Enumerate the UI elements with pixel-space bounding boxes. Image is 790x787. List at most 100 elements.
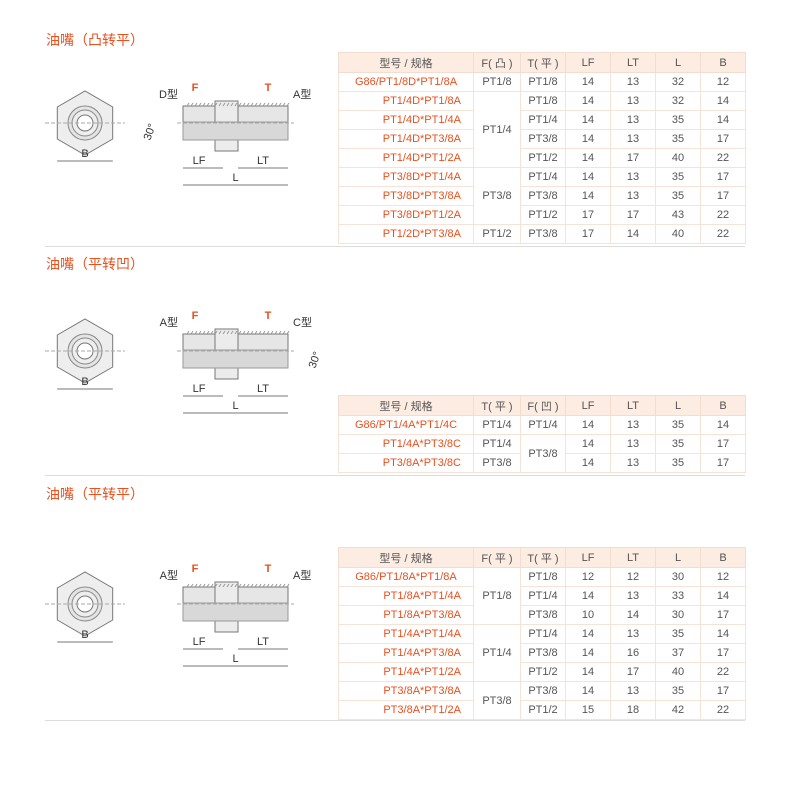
lt-cell: 13	[610, 586, 656, 606]
thread-tooth	[250, 583, 254, 588]
dimension-lf-label: LF	[193, 383, 206, 395]
dimension-b-label: B	[81, 376, 88, 388]
thread-tooth	[282, 583, 286, 588]
thread-tooth	[242, 583, 246, 588]
thread-cell: PT1/8	[520, 91, 566, 111]
dimension-lf-label: LF	[193, 155, 206, 167]
l-cell: 35	[655, 415, 701, 435]
model-cell: PT1/4D*PT1/4A	[338, 110, 474, 130]
dimension-b-label: B	[81, 148, 88, 160]
b-cell: 17	[700, 605, 746, 625]
lf-cell: 14	[565, 434, 611, 454]
thread-tooth	[278, 330, 282, 335]
thread-cell: PT3/8	[520, 434, 566, 473]
t-thread-label: T	[265, 563, 272, 575]
b-cell: 17	[700, 434, 746, 454]
lf-cell: 14	[565, 148, 611, 168]
l-cell: 43	[655, 205, 701, 225]
thread-tooth	[270, 583, 274, 588]
l-cell: 35	[655, 186, 701, 206]
section-title: 油嘴（凸转平）	[46, 33, 144, 49]
lf-cell: 14	[565, 643, 611, 663]
thread-tooth	[186, 330, 190, 335]
b-cell: 14	[700, 110, 746, 130]
lf-cell: 14	[565, 624, 611, 644]
left-end-type-label: D型	[159, 87, 178, 101]
thread-tooth	[226, 583, 230, 588]
thread-tooth	[190, 583, 194, 588]
column-header: T( 平 )	[520, 547, 566, 568]
model-cell: PT1/8A*PT1/4A	[338, 586, 474, 606]
lt-cell: 13	[610, 415, 656, 435]
lf-cell: 14	[565, 186, 611, 206]
thread-tooth	[210, 583, 214, 588]
b-cell: 12	[700, 567, 746, 587]
thread-tooth	[214, 102, 218, 107]
thread-tooth	[286, 330, 290, 335]
l-cell: 35	[655, 681, 701, 701]
section-cut	[182, 349, 289, 369]
column-header: 型号 / 规格	[338, 547, 474, 568]
column-header: T( 平 )	[520, 52, 566, 73]
lt-cell: 13	[610, 624, 656, 644]
lf-cell: 14	[565, 129, 611, 149]
b-cell: 17	[700, 453, 746, 473]
thread-tooth	[206, 330, 210, 335]
thread-tooth	[282, 102, 286, 107]
model-cell: PT1/4D*PT3/8A	[338, 129, 474, 149]
thread-cell: PT1/4	[473, 624, 521, 682]
model-cell: G86/PT1/8D*PT1/8A	[338, 72, 474, 92]
thread-tooth	[194, 102, 198, 107]
lt-cell: 13	[610, 91, 656, 111]
thread-tooth	[266, 102, 270, 107]
column-header: B	[700, 547, 746, 568]
l-cell: 40	[655, 224, 701, 244]
l-cell: 32	[655, 72, 701, 92]
thread-tooth	[198, 583, 202, 588]
lf-cell: 14	[565, 72, 611, 92]
column-header: 型号 / 规格	[338, 52, 474, 73]
dimension-lt-label: LT	[257, 636, 269, 648]
thread-cell: PT3/8	[520, 186, 566, 206]
dimension-lt-label: LT	[257, 155, 269, 167]
thread-cell: PT1/4	[473, 415, 521, 435]
lf-cell: 14	[565, 167, 611, 187]
thread-cell: PT1/2	[520, 205, 566, 225]
thread-tooth	[218, 583, 222, 588]
b-cell: 22	[700, 205, 746, 225]
thread-tooth	[242, 330, 246, 335]
model-cell: PT1/4A*PT3/8C	[338, 434, 474, 454]
lt-cell: 13	[610, 186, 656, 206]
thread-cell: PT1/4	[520, 415, 566, 435]
model-cell: PT1/4D*PT1/2A	[338, 148, 474, 168]
t-thread-label: T	[265, 310, 272, 322]
lt-cell: 17	[610, 662, 656, 682]
thread-tooth	[194, 330, 198, 335]
model-cell: PT3/8D*PT3/8A	[338, 186, 474, 206]
b-cell: 22	[700, 700, 746, 720]
dimension-lt-label: LT	[257, 383, 269, 395]
thread-cell: PT1/4	[520, 110, 566, 130]
column-header: F( 凹 )	[520, 395, 566, 416]
thread-tooth	[190, 330, 194, 335]
section-title: 油嘴（平转凹）	[46, 257, 144, 273]
f-thread-label: F	[192, 82, 199, 94]
thread-cell: PT1/8	[520, 567, 566, 587]
thread-cell: PT1/2	[473, 224, 521, 244]
thread-tooth	[258, 330, 262, 335]
thread-tooth	[258, 102, 262, 107]
column-header: LT	[610, 52, 656, 73]
l-cell: 35	[655, 110, 701, 130]
thread-cell: PT3/8	[473, 681, 521, 720]
lt-cell: 13	[610, 453, 656, 473]
column-header: L	[655, 395, 701, 416]
b-cell: 14	[700, 624, 746, 644]
lf-cell: 17	[565, 224, 611, 244]
